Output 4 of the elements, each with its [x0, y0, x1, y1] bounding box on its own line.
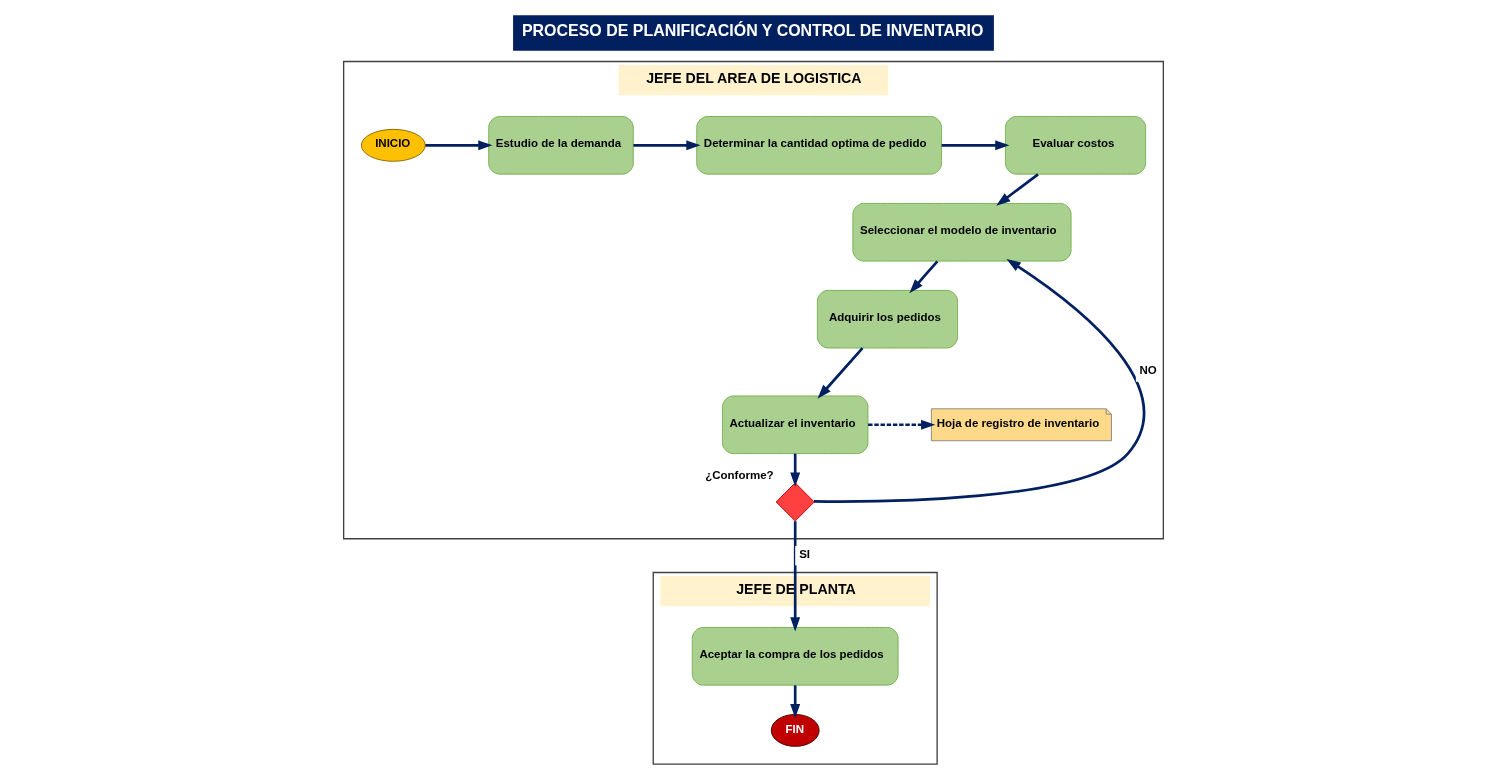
diagram-title: PROCESO DE PLANIFICACIÓN Y CONTROL DE INVENTARIO: [521, 22, 984, 40]
edge-label: NO: [1139, 364, 1157, 377]
node-label: ¿Conforme?: [705, 468, 774, 481]
edge-label: SI: [799, 547, 811, 560]
